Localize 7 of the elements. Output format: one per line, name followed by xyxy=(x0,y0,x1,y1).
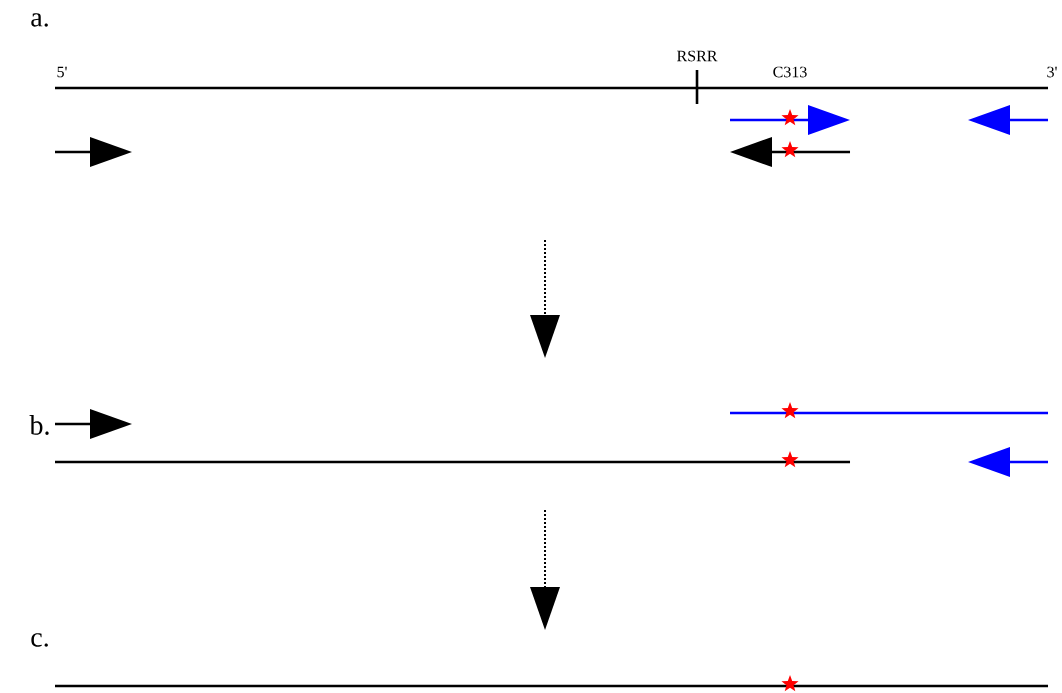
panel-label: a. xyxy=(31,13,48,27)
end-label: 5' xyxy=(57,66,67,78)
end-label: 3' xyxy=(1047,66,1057,78)
site-label: C313 xyxy=(773,66,807,78)
site-label: RSRR xyxy=(677,50,718,62)
panel-label: b. xyxy=(29,415,49,435)
panel-label: c. xyxy=(31,633,48,647)
